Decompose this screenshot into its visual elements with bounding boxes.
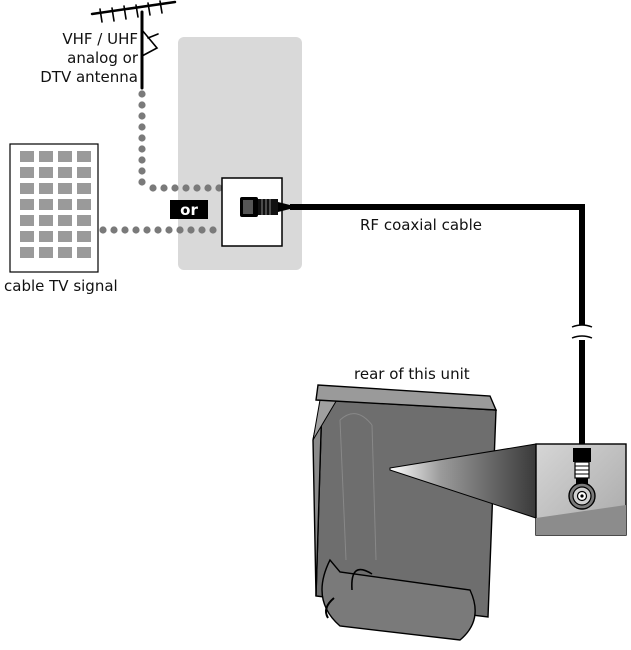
dot [99, 226, 107, 234]
rear-unit-label: rear of this unit [354, 365, 470, 383]
dot [110, 226, 118, 234]
dot [209, 226, 217, 234]
building-window [39, 167, 53, 178]
cable-break-mark [571, 324, 593, 340]
dot [138, 112, 146, 120]
dot [132, 226, 140, 234]
building-window [20, 231, 34, 242]
dot [187, 226, 195, 234]
building-window [20, 247, 34, 258]
building-window [77, 183, 91, 194]
cable-tv-label: cable TV signal [4, 277, 118, 295]
dot [198, 226, 206, 234]
dot [193, 184, 201, 192]
building-window [58, 167, 72, 178]
dot [204, 184, 212, 192]
antenna-label-line-2: analog or [67, 49, 139, 67]
antenna-dotted-line [138, 90, 223, 192]
dot [138, 101, 146, 109]
dot [138, 134, 146, 142]
building-window [58, 247, 72, 258]
dot [138, 178, 146, 186]
dot [171, 184, 179, 192]
or-badge [170, 200, 208, 219]
building-window [77, 231, 91, 242]
dot [138, 167, 146, 175]
building-window [20, 151, 34, 162]
building-window [58, 199, 72, 210]
building-window [58, 215, 72, 226]
dot [138, 123, 146, 131]
dot [143, 226, 151, 234]
building-icon [9, 143, 99, 273]
dot [138, 145, 146, 153]
building-window [77, 167, 91, 178]
building-window [20, 183, 34, 194]
or-badge-text: or [180, 201, 198, 219]
building-window [39, 247, 53, 258]
dot [138, 156, 146, 164]
dot [121, 226, 129, 234]
building-window [58, 183, 72, 194]
dot [154, 226, 162, 234]
building-window [20, 215, 34, 226]
building-window [20, 199, 34, 210]
building-window [20, 167, 34, 178]
building-window [58, 151, 72, 162]
building-window [39, 183, 53, 194]
building-window [39, 151, 53, 162]
building-window [77, 199, 91, 210]
dot [138, 90, 146, 98]
tv-plug-icon [573, 448, 591, 484]
building-window [58, 231, 72, 242]
dot [149, 184, 157, 192]
wall-connector-icon [240, 197, 290, 217]
building-window [39, 199, 53, 210]
building-window [39, 215, 53, 226]
dot [176, 226, 184, 234]
antenna-label-line-3: DTV antenna [40, 68, 138, 86]
cable-dotted-line [99, 226, 217, 234]
rf-coaxial-cable [290, 204, 585, 448]
building-window [77, 151, 91, 162]
dot [215, 184, 223, 192]
antenna-icon [90, 0, 177, 90]
building-window [77, 215, 91, 226]
dot [160, 184, 168, 192]
antenna-jack-icon [568, 482, 596, 510]
antenna-label-line-1: VHF / UHF [62, 30, 138, 48]
dot [182, 184, 190, 192]
tv-unit [312, 384, 498, 641]
rf-cable-label: RF coaxial cable [360, 216, 482, 234]
building-window [77, 247, 91, 258]
dot [165, 226, 173, 234]
building-window [39, 231, 53, 242]
